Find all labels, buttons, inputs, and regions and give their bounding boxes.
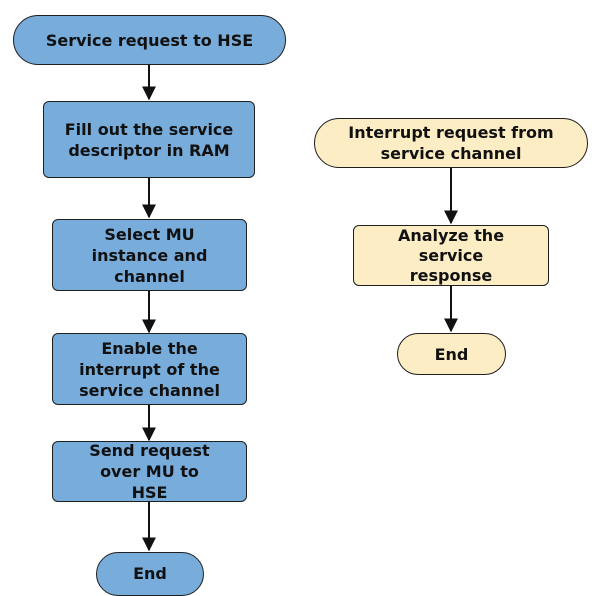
- send-request-label: Send request over MU to HSE: [89, 441, 210, 502]
- analyze-response-node: Analyze the service response: [353, 225, 549, 286]
- flowchart-canvas: Service request to HSE Fill out the serv…: [13, 15, 588, 596]
- analyze-response-label: Analyze the service response: [397, 225, 505, 285]
- enable-interrupt-label: Enable the interrupt of the service chan…: [79, 338, 220, 400]
- service-request-start-node: Service request to HSE: [13, 15, 286, 65]
- interrupt-request-start-node: Interrupt request from service channel: [314, 118, 588, 168]
- fill-descriptor-label: Fill out the service descriptor in RAM: [64, 119, 234, 160]
- left-end-label: End: [133, 564, 167, 583]
- left-end-node: End: [96, 552, 204, 596]
- fill-descriptor-node: Fill out the service descriptor in RAM: [43, 101, 255, 178]
- send-request-node: Send request over MU to HSE: [52, 441, 247, 502]
- interrupt-request-start-label: Interrupt request from service channel: [348, 123, 554, 163]
- select-mu-node: Select MU instance and channel: [52, 219, 247, 291]
- enable-interrupt-node: Enable the interrupt of the service chan…: [52, 333, 247, 405]
- select-mu-label: Select MU instance and channel: [91, 224, 208, 286]
- right-end-node: End: [397, 333, 506, 375]
- right-end-label: End: [434, 344, 469, 364]
- service-request-start-label: Service request to HSE: [45, 30, 254, 50]
